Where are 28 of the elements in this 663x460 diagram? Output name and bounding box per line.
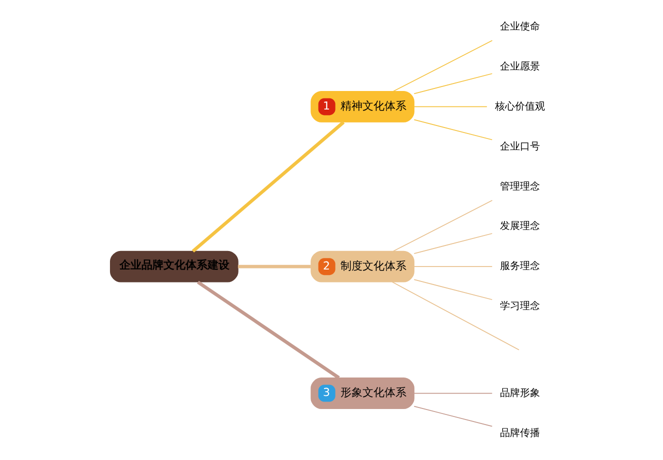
node-text: 发展理念 <box>500 221 540 232</box>
connector <box>414 73 493 94</box>
connector <box>196 280 340 380</box>
connector <box>414 406 493 427</box>
node-box: 2 制度文化体系 <box>310 250 414 282</box>
connector <box>414 392 493 394</box>
connector <box>392 40 493 92</box>
connector <box>414 233 493 254</box>
node-box: 1 精神文化体系 <box>310 90 414 122</box>
node-text: 管理理念 <box>500 181 540 192</box>
node-text: 品牌传播 <box>500 428 540 439</box>
node-box: 3 形象文化体系 <box>310 378 414 409</box>
connector <box>192 120 345 253</box>
node-text: 企业口号 <box>500 141 540 152</box>
connector <box>392 200 493 252</box>
connector <box>414 106 488 108</box>
node-text: 服务理念 <box>500 261 540 272</box>
connector <box>238 264 311 268</box>
node-text: 核心价值观 <box>494 101 545 112</box>
node-text: 企业使命 <box>500 21 540 32</box>
node-text: 品牌形象 <box>500 388 540 399</box>
node-text: 学习理念 <box>500 301 540 312</box>
connector <box>414 119 493 140</box>
connector <box>414 279 493 300</box>
node-text: 企业愿景 <box>500 61 540 72</box>
node-box: 企业品牌文化体系建设 <box>110 250 238 282</box>
connector <box>414 266 493 267</box>
connector <box>392 282 520 350</box>
